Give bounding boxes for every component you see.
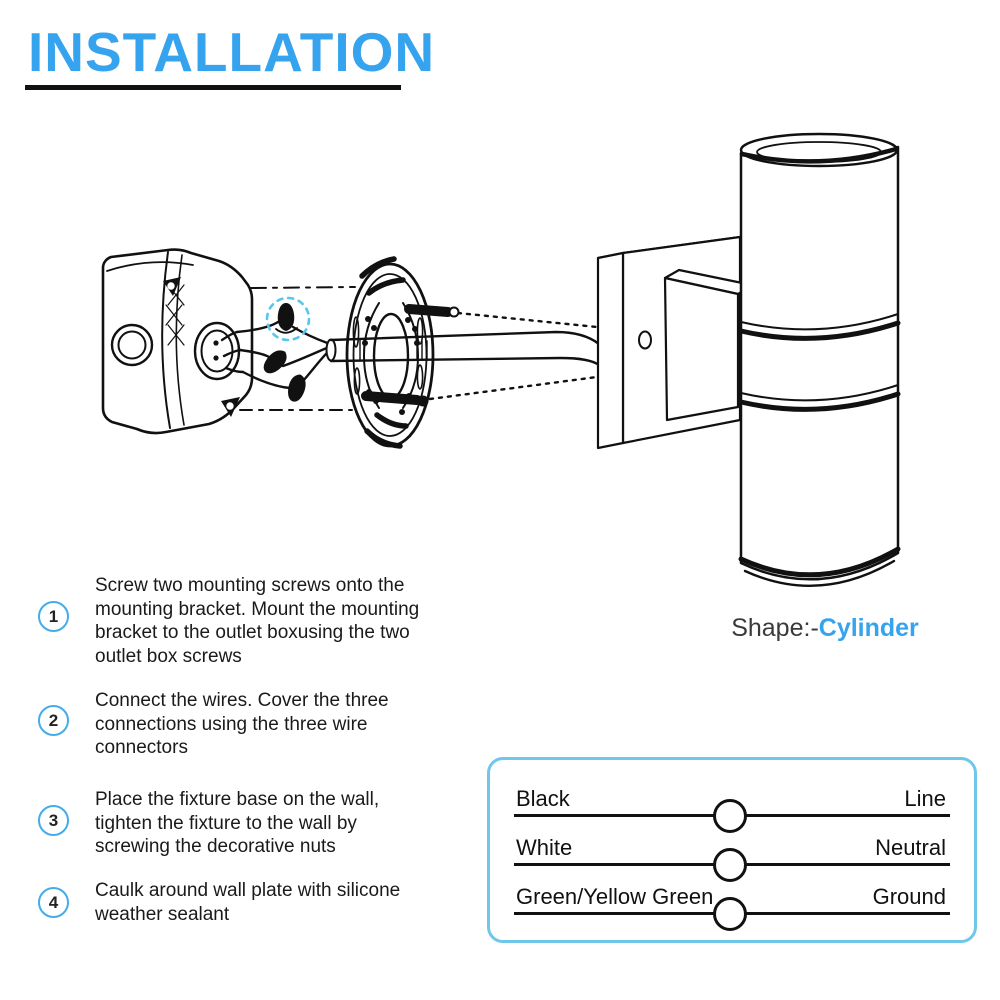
wiring-table: Black Line White Neutral Green/Yellow Gr… xyxy=(487,757,977,943)
connector-highlight-circle xyxy=(265,296,311,342)
step-4-number: 4 xyxy=(48,892,59,912)
outlet-box xyxy=(101,248,254,435)
wire-function-label: Neutral xyxy=(875,835,946,860)
step-3-number: 3 xyxy=(48,810,59,830)
shape-caption: Shape:-Cylinder xyxy=(690,614,960,643)
wire-color-label: Green/Yellow Green xyxy=(516,884,714,909)
wire-connector-symbol xyxy=(713,798,747,833)
step-2-badge: 2 xyxy=(38,705,69,736)
wiring-row-ground: Green/Yellow Green Ground xyxy=(490,884,974,944)
projection-dotted-lines xyxy=(428,311,599,401)
page-title: INSTALLATION xyxy=(28,21,436,83)
step-1-badge: 1 xyxy=(38,601,69,632)
wire-connector-symbol xyxy=(713,896,747,931)
cylinder-fixture xyxy=(738,132,901,587)
step-1-text: Screw two mounting screws onto the mount… xyxy=(95,575,420,667)
step-2-text: Connect the wires. Cover the three conne… xyxy=(95,690,389,758)
step-3-badge: 3 xyxy=(38,805,69,836)
wire-color-label: Black xyxy=(516,786,570,811)
step-3-text: Place the fixture base on the wall, tigh… xyxy=(95,789,380,857)
bracket-slots xyxy=(359,256,409,449)
wire-connector-symbol xyxy=(713,847,747,882)
wire-function-label: Ground xyxy=(872,884,946,909)
title-underline xyxy=(25,85,401,90)
wire-connectors xyxy=(263,303,306,402)
installation-diagram xyxy=(101,132,901,587)
shape-caption-value: Cylinder xyxy=(818,614,919,642)
wire-color-label: White xyxy=(516,835,573,860)
wire-function-label: Line xyxy=(904,786,946,811)
mounting-screws xyxy=(361,304,460,407)
shape-caption-prefix: Shape:- xyxy=(731,614,819,642)
step-2-number: 2 xyxy=(48,710,59,730)
wiring-row-line: Black Line xyxy=(490,786,974,846)
step-4-text: Caulk around wall plate with silicone we… xyxy=(95,880,401,925)
mounting-bracket xyxy=(345,256,460,449)
fixture-arm xyxy=(663,268,754,422)
step-1-number: 1 xyxy=(48,606,59,626)
wiring-row-neutral: White Neutral xyxy=(490,835,974,895)
cable xyxy=(325,330,601,367)
step-4-badge: 4 xyxy=(38,887,69,918)
